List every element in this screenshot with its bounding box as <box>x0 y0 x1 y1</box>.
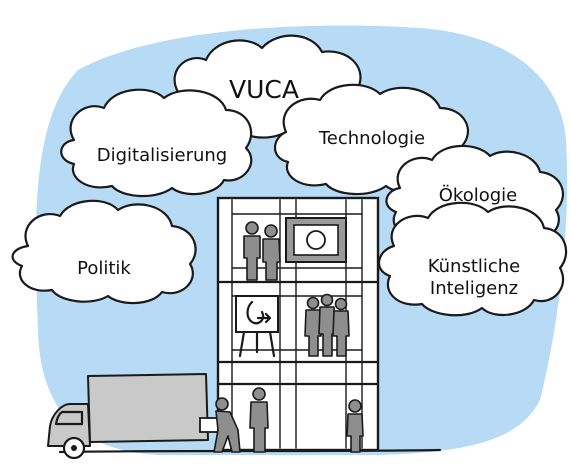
workers-loading <box>199 387 269 453</box>
cargo-box <box>199 417 219 433</box>
people-middle-floor <box>304 293 350 357</box>
flipchart-drawing <box>246 300 272 325</box>
delivery-truck <box>47 373 209 460</box>
cloud-label-politik: Politik <box>77 258 131 279</box>
building-floor-lines <box>216 280 380 386</box>
person-standing-right <box>346 399 364 453</box>
cloud-label-ki-line1: Künstliche <box>428 256 521 277</box>
cloud-digitalisierung: Digitalisierung <box>60 88 253 198</box>
truck-cab-window <box>54 410 84 426</box>
people-top-floor <box>243 221 281 281</box>
building-mullions <box>231 199 363 449</box>
cloud-label-oekologie: Ökologie <box>439 184 517 206</box>
flipchart-legs <box>238 330 276 358</box>
cloud-label-ki-line2: Inteligenz <box>430 278 518 299</box>
cloud-label-vuca: VUCA <box>229 75 299 104</box>
wall-picture-circle <box>306 230 326 250</box>
building-top-windows <box>231 213 363 351</box>
cloud-kuenstliche-inteligenz: Künstliche Inteligenz <box>378 201 568 317</box>
wall-picture-inner <box>293 224 339 256</box>
cloud-politik: Politik <box>11 199 197 305</box>
cloud-label-digitalisierung: Digitalisierung <box>97 145 227 166</box>
cloud-label-technologie: Technologie <box>318 128 425 149</box>
truck-cargo-box <box>87 373 209 443</box>
flipchart-board <box>235 295 279 333</box>
